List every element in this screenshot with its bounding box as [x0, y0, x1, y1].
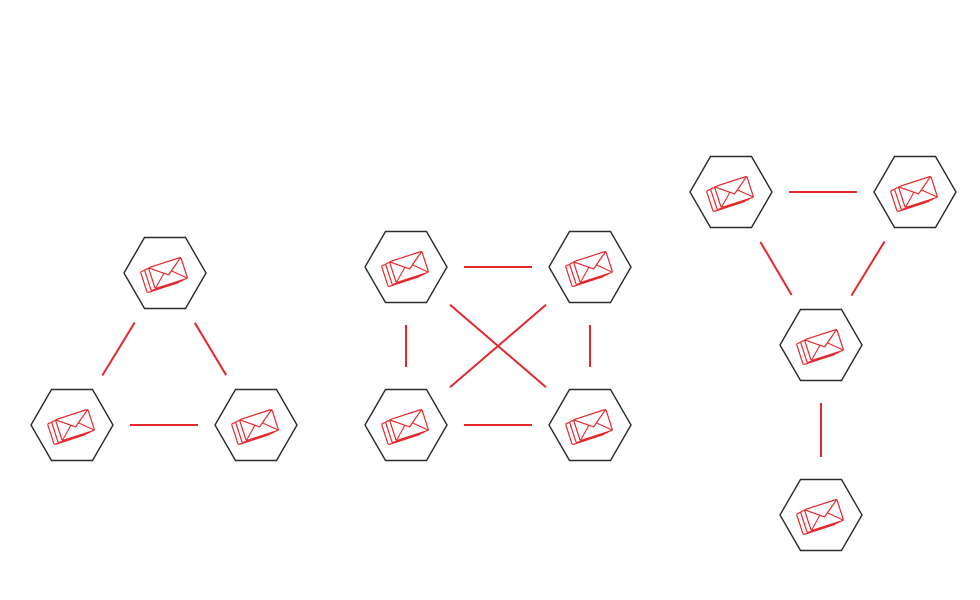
- envelope-icon: [714, 175, 754, 208]
- envelope-icon: [898, 175, 938, 208]
- edges: [759, 191, 886, 457]
- envelope-icon: [389, 250, 429, 283]
- mail-node-top-left: [689, 155, 773, 229]
- connection-top-right-to-bottom-left: [449, 304, 547, 388]
- connection-top-left-to-middle: [759, 241, 793, 296]
- topology-full-mesh: [364, 230, 632, 462]
- stacked-envelopes-icon: [796, 498, 844, 535]
- stacked-envelopes-icon: [140, 256, 188, 293]
- connection-top-to-bottom-left: [101, 321, 136, 377]
- topology-triangle: [30, 236, 298, 462]
- mail-node-top-right: [873, 155, 957, 229]
- stacked-envelopes-icon: [47, 408, 95, 445]
- mail-node-bottom-left: [30, 388, 114, 462]
- envelope-icon: [804, 498, 844, 531]
- mail-node-bottom-right: [214, 388, 298, 462]
- mail-node-top-right: [548, 230, 632, 304]
- mail-node-bottom-right: [548, 388, 632, 462]
- mail-node-bottom: [779, 478, 863, 552]
- stacked-envelopes-icon: [706, 175, 754, 212]
- envelope-icon: [239, 408, 279, 441]
- mail-node-top: [123, 236, 207, 310]
- stacked-envelopes-icon: [565, 250, 613, 287]
- envelope-icon: [148, 256, 188, 289]
- connection-top-to-bottom-right: [193, 322, 228, 376]
- envelope-icon: [389, 408, 429, 441]
- edges: [101, 321, 228, 426]
- stacked-envelopes-icon: [231, 408, 279, 445]
- envelope-icon: [804, 328, 844, 361]
- connection-top-right-to-middle: [850, 240, 886, 297]
- stacked-envelopes-icon: [381, 250, 429, 287]
- envelope-icon: [55, 408, 95, 441]
- envelope-icon: [573, 250, 613, 283]
- stacked-envelopes-icon: [890, 175, 938, 212]
- mail-node-bottom-left: [364, 388, 448, 462]
- stacked-envelopes-icon: [796, 328, 844, 365]
- mail-node-top-left: [364, 230, 448, 304]
- stacked-envelopes-icon: [565, 408, 613, 445]
- envelope-icon: [573, 408, 613, 441]
- edges: [405, 266, 591, 426]
- mail-node-middle: [779, 308, 863, 382]
- stacked-envelopes-icon: [381, 408, 429, 445]
- topology-triangle-with-tail: [689, 155, 957, 552]
